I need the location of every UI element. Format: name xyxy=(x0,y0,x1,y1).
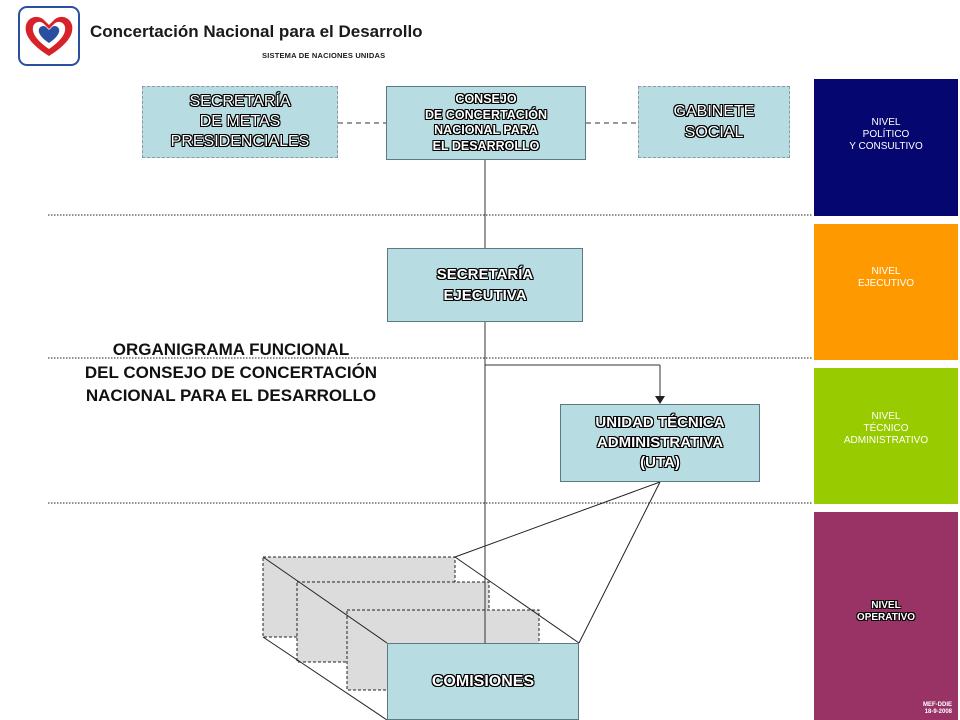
reference-line: MEF-DDIE xyxy=(923,702,952,708)
level-line: ADMINISTRATIVO xyxy=(843,435,929,446)
box-line: SECRETARÍA xyxy=(436,266,534,283)
header-title: Concertación Nacional para el Desarrollo xyxy=(90,22,423,41)
title-line: DEL CONSEJO DE CONCERTACIÓN xyxy=(84,363,378,382)
box-line: DE CONCERTACIÓN xyxy=(425,107,547,122)
diagram-title: ORGANIGRAMA FUNCIONAL DEL CONSEJO DE CON… xyxy=(46,338,416,407)
level-tecnico: NIVEL TÉCNICO ADMINISTRATIVO xyxy=(814,368,958,504)
box-line: (UTA) xyxy=(640,454,680,471)
secretaria-ejecutiva-box: SECRETARÍA EJECUTIVA xyxy=(387,248,583,322)
level-line: OPERATIVO xyxy=(856,612,916,623)
box-line: EL DESARROLLO xyxy=(432,138,540,153)
title-line: NACIONAL PARA EL DESARROLLO xyxy=(85,386,377,405)
box-line: NACIONAL PARA xyxy=(434,123,538,137)
box-line: EJECUTIVA xyxy=(443,287,527,304)
level-line: Y CONSULTIVO xyxy=(849,141,923,152)
uta-box: UNIDAD TÉCNICA ADMINISTRATIVA (UTA) xyxy=(560,404,760,482)
perspective-edge xyxy=(262,636,388,720)
box-line: ADMINISTRATIVA xyxy=(596,434,724,451)
level-line: NIVEL xyxy=(871,600,901,611)
title-line: ORGANIGRAMA FUNCIONAL xyxy=(112,340,350,359)
box-line: SOCIAL xyxy=(684,124,744,141)
level-ejecutivo: NIVEL EJECUTIVO xyxy=(814,224,958,360)
level-line: POLÍTICO xyxy=(862,129,910,140)
level-line: NIVEL xyxy=(871,411,901,422)
reference-line: 18-9-2008 xyxy=(924,709,952,715)
document-reference: MEF-DDIE 18-9-2008 xyxy=(923,702,952,716)
box-line: CONSEJO xyxy=(455,92,517,106)
perspective-edge xyxy=(262,556,388,644)
perspective-edge xyxy=(454,556,580,644)
box-line: COMISIONES xyxy=(431,672,535,690)
uta-link xyxy=(454,481,661,558)
level-politico: NIVEL POLÍTICO Y CONSULTIVO xyxy=(814,79,958,216)
level-line: NIVEL xyxy=(871,266,901,277)
box-line: SECRETARÍA xyxy=(189,93,291,110)
heart-logo-icon xyxy=(18,6,80,66)
level-operativo: NIVEL OPERATIVO MEF-DDIE 18-9-2008 xyxy=(814,512,958,720)
box-line: GABINETE xyxy=(673,103,755,120)
consejo-box: CONSEJO DE CONCERTACIÓN NACIONAL PARA EL… xyxy=(386,86,586,160)
level-line: NIVEL xyxy=(871,117,901,128)
level-line: TÉCNICO xyxy=(863,423,909,434)
gabinete-social-box: GABINETE SOCIAL xyxy=(638,86,790,158)
comisiones-box: COMISIONES xyxy=(387,643,579,720)
box-line: PRESIDENCIALES xyxy=(170,133,310,150)
level-line: EJECUTIVO xyxy=(857,278,915,289)
uta-link xyxy=(578,481,661,644)
secretaria-metas-box: SECRETARÍA DE METAS PRESIDENCIALES xyxy=(142,86,338,158)
header-subtitle: SISTEMA DE NACIONES UNIDAS xyxy=(262,51,386,60)
box-line: DE METAS xyxy=(199,113,281,130)
box-line: UNIDAD TÉCNICA xyxy=(595,414,725,431)
arrow-head-icon xyxy=(655,396,665,404)
